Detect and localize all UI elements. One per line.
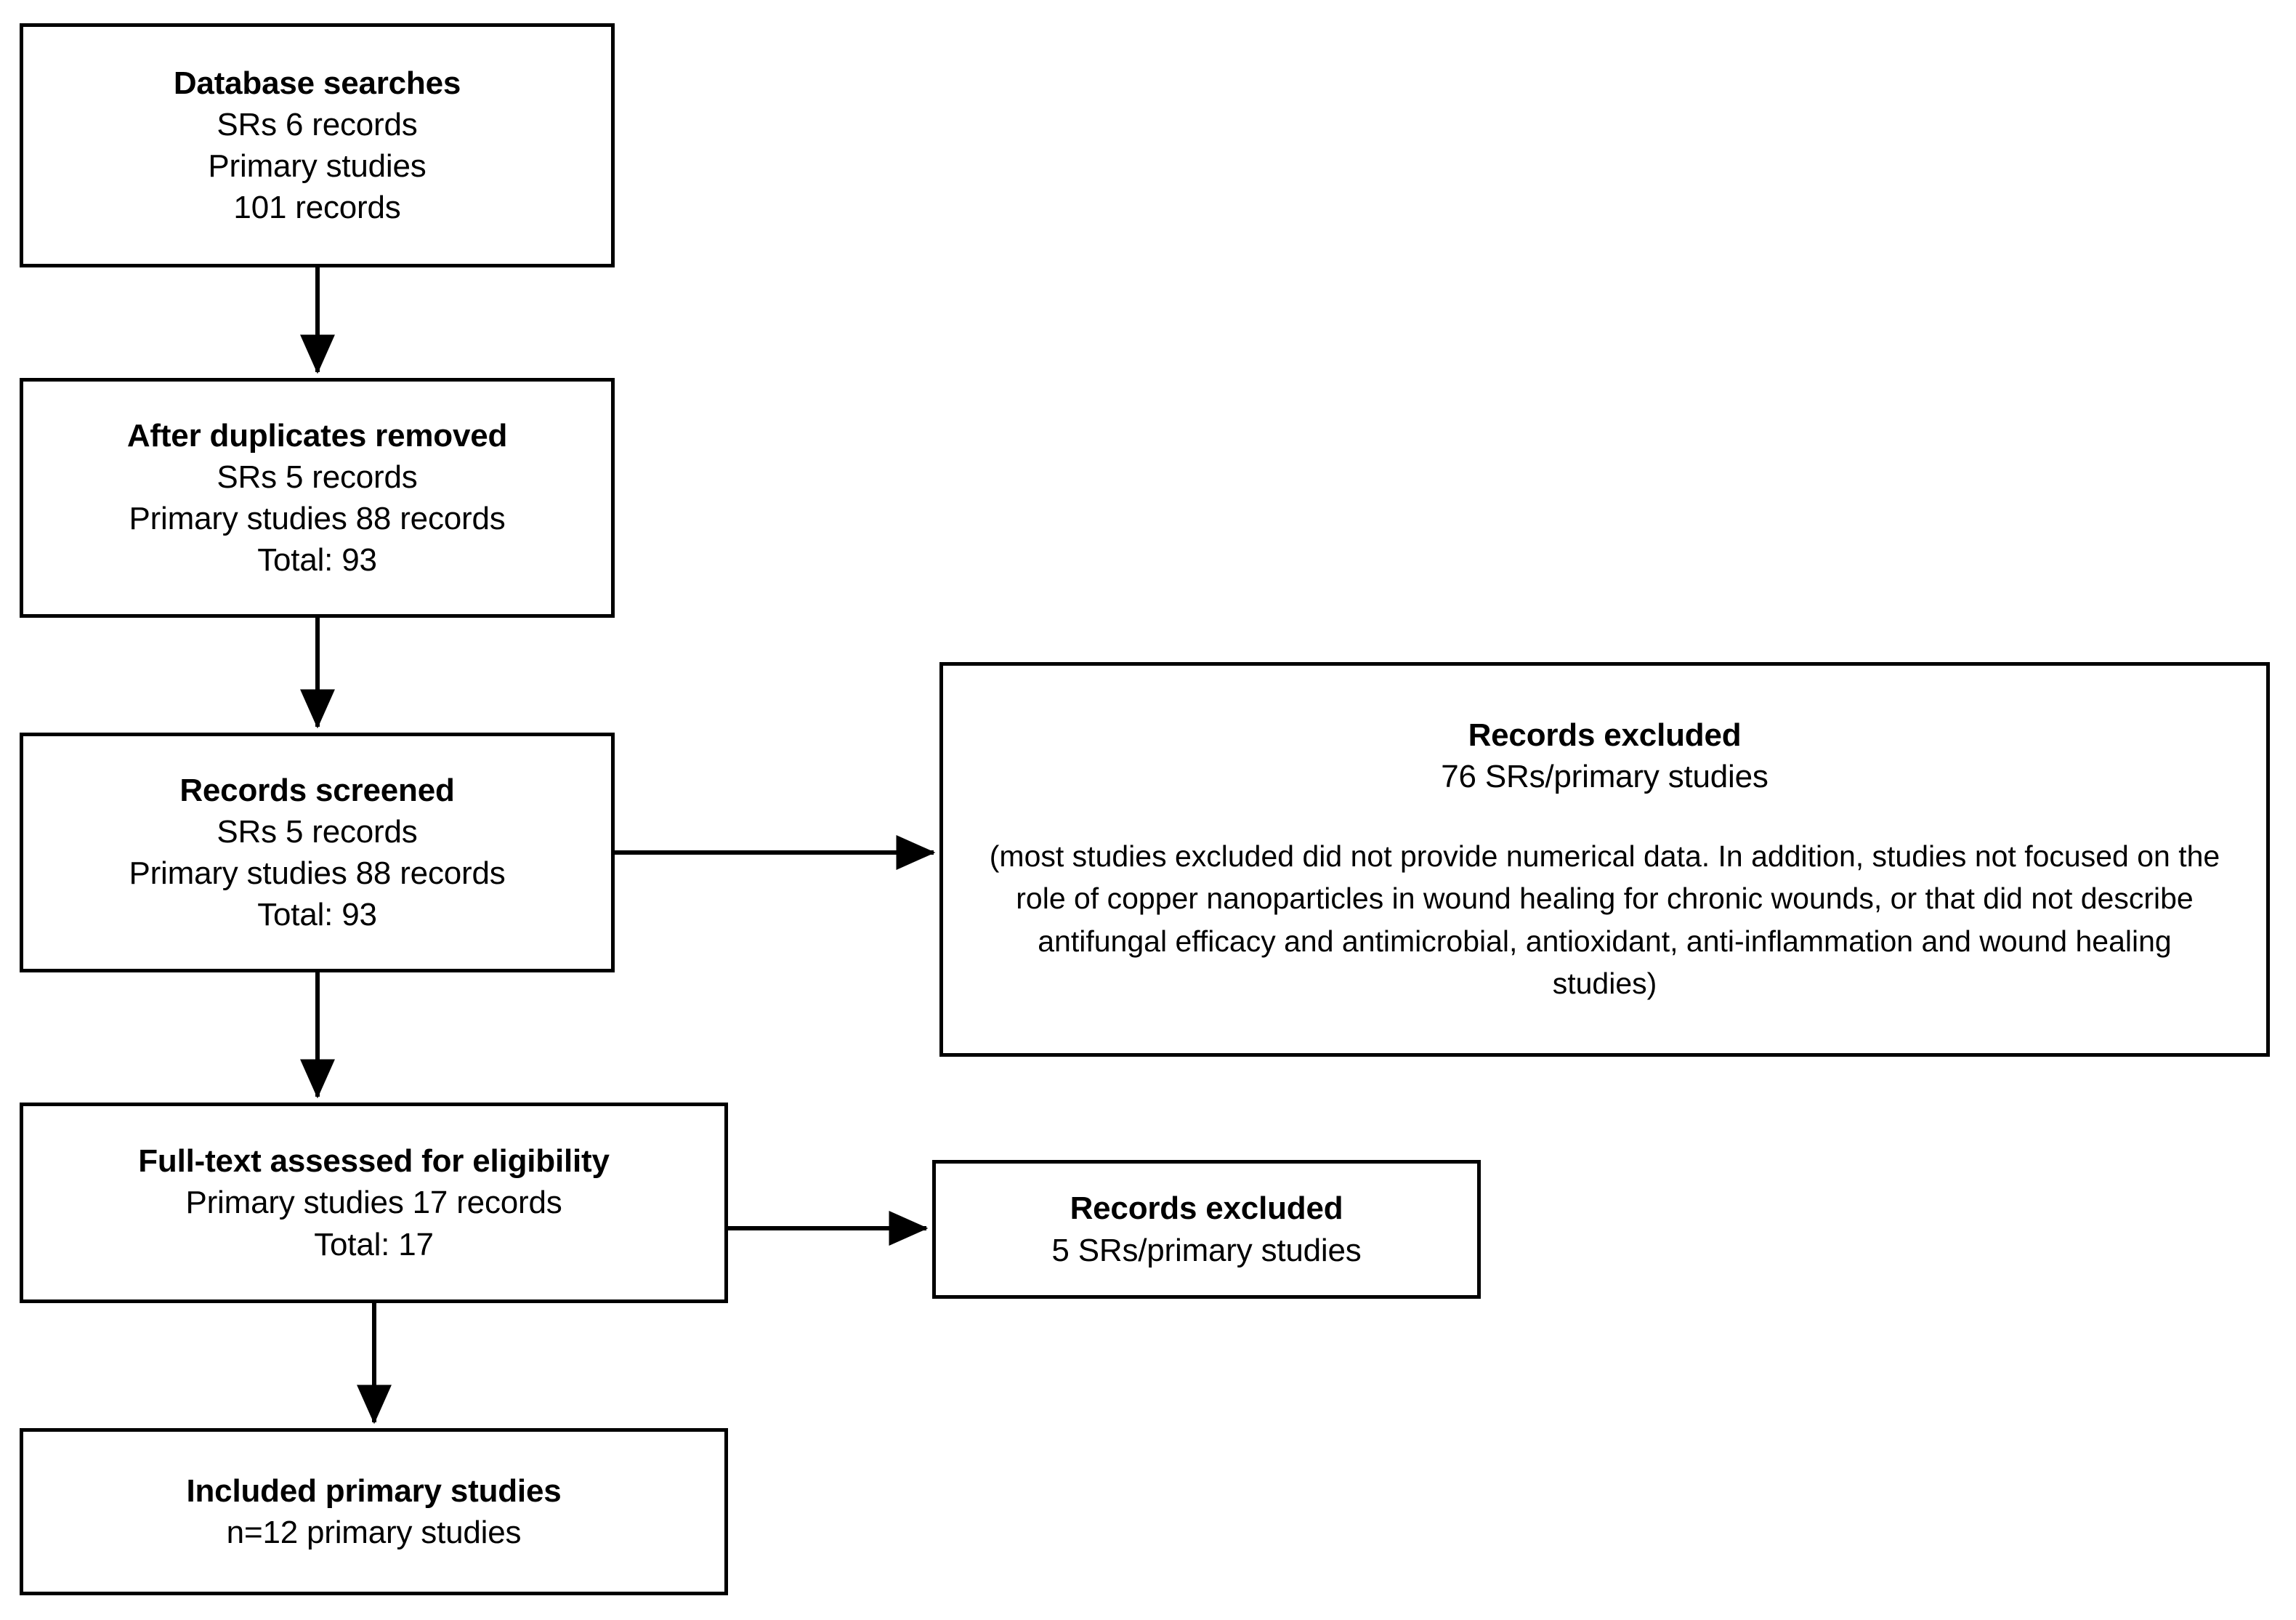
node-title: Records excluded: [1468, 717, 1742, 753]
node-line: Primary studies 88 records: [129, 855, 506, 891]
node-included-primary-studies: Included primary studies n=12 primary st…: [20, 1428, 728, 1595]
node-line: n=12 primary studies: [226, 1515, 522, 1550]
node-title: Records screened: [179, 772, 455, 808]
node-records-excluded-screening: Records excluded 76 SRs/primary studies …: [939, 662, 2270, 1057]
node-full-text-assessed-for-eligibility: Full-text assessed for eligibility Prima…: [20, 1103, 728, 1303]
node-after-duplicates-removed: After duplicates removed SRs 5 records P…: [20, 378, 615, 618]
node-line: Primary studies 17 records: [185, 1185, 562, 1221]
node-records-excluded-fulltext: Records excluded 5 SRs/primary studies: [932, 1160, 1481, 1299]
node-exclusion-reasons-note: (most studies excluded did not provide n…: [989, 839, 2220, 1000]
node-line: SRs 6 records: [217, 106, 418, 142]
node-line: 76 SRs/primary studies: [1441, 759, 1769, 795]
node-title: After duplicates removed: [126, 417, 508, 454]
node-title: Included primary studies: [186, 1472, 562, 1509]
node-title: Records excluded: [1070, 1190, 1343, 1227]
node-title: Database searches: [173, 65, 461, 101]
node-line: Total: 93: [257, 542, 377, 579]
node-line: Total: 93: [257, 897, 377, 933]
node-title: Full-text assessed for eligibility: [138, 1143, 610, 1180]
node-line: Primary studies: [208, 148, 427, 184]
node-database-searches: Database searches SRs 6 records Primary …: [20, 23, 615, 267]
node-records-screened: Records screened SRs 5 records Primary s…: [20, 733, 615, 972]
node-line: SRs 5 records: [217, 459, 418, 495]
node-line: Total: 17: [314, 1226, 434, 1262]
node-line: 5 SRs/primary studies: [1051, 1232, 1362, 1268]
node-line: Primary studies 88 records: [129, 501, 506, 536]
node-line: 101 records: [233, 190, 401, 226]
node-line: SRs 5 records: [217, 813, 418, 850]
